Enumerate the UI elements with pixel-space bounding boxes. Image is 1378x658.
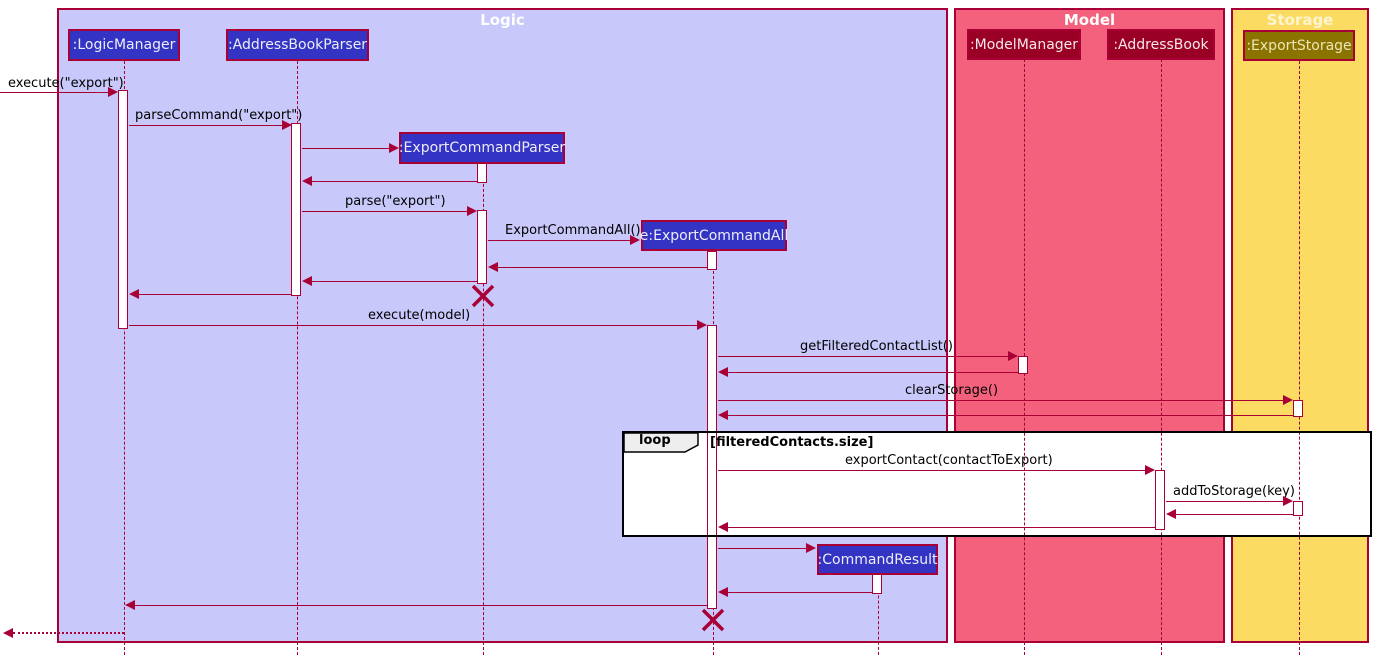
- participant-address-book-parser: :AddressBookParser: [226, 29, 369, 61]
- model-frame: Model: [954, 8, 1225, 643]
- lifeline-export-storage: [1299, 61, 1300, 655]
- participant-export-command-all: e:ExportCommandAll: [639, 220, 789, 251]
- return-execute-model: [135, 605, 707, 606]
- storage-frame: Storage: [1231, 8, 1369, 643]
- participant-label: :AddressBookParser: [227, 37, 368, 53]
- message-label-export-contact: exportContact(contactToExport): [845, 453, 1053, 468]
- participant-model-manager: :ModelManager: [967, 29, 1081, 60]
- message-label-get-filtered-contact-list: getFilteredContactList(): [800, 339, 953, 354]
- destroy-icon: [471, 284, 495, 308]
- participant-label: :LogicManager: [72, 37, 176, 53]
- arrowhead-right-icon: [630, 235, 640, 245]
- message-parse: [302, 211, 467, 212]
- participant-logic-manager: :LogicManager: [68, 29, 180, 61]
- activation-address-book: [1155, 470, 1165, 530]
- loop-operator-pentagon: [624, 433, 699, 453]
- message-export-contact: [718, 470, 1145, 471]
- arrowhead-left-icon: [718, 522, 728, 532]
- arrowhead-left-icon: [302, 176, 312, 186]
- message-create-command-result: [718, 548, 806, 549]
- arrowhead-right-icon: [1283, 496, 1293, 506]
- lifeline-export-command-parser: [483, 164, 484, 655]
- message-execute-model: [129, 325, 697, 326]
- message-execute-export: [0, 92, 108, 93]
- message-add-to-storage: [1166, 501, 1283, 502]
- message-label-execute-export: execute("export"): [8, 76, 124, 91]
- activation-address-book-parser: [291, 123, 301, 296]
- message-label-parse-command: parseCommand("export"): [135, 108, 303, 123]
- logic-frame-title: Logic: [480, 11, 525, 29]
- participant-label: :ExportStorage: [1246, 37, 1352, 54]
- arrowhead-left-icon: [1166, 509, 1176, 519]
- arrowhead-left-icon: [488, 262, 498, 272]
- arrowhead-right-icon: [1283, 395, 1293, 405]
- return-export-command-all-created: [498, 267, 707, 268]
- activation-command-result: [872, 574, 882, 594]
- message-label-execute-model: execute(model): [368, 308, 471, 323]
- participant-label: :ExportCommandParser: [398, 140, 566, 156]
- arrowhead-left-icon: [718, 367, 728, 377]
- return-parse-command: [139, 294, 291, 295]
- message-label-export-command-all-ctor: ExportCommandAll(): [505, 223, 641, 238]
- arrowhead-right-icon: [697, 320, 707, 330]
- loop-fragment: loop [filteredContacts.size]: [622, 431, 1372, 537]
- participant-label: :AddressBook: [1113, 36, 1209, 53]
- activation-logic-manager: [118, 90, 128, 329]
- message-label-parse: parse("export"): [345, 194, 446, 209]
- lifeline-logic-manager: [124, 61, 125, 655]
- arrowhead-right-icon: [1145, 465, 1155, 475]
- message-label-clear-storage: clearStorage(): [905, 383, 999, 398]
- loop-guard-label: [filteredContacts.size]: [710, 435, 874, 450]
- return-clear-storage: [728, 415, 1293, 416]
- participant-export-storage: :ExportStorage: [1243, 30, 1355, 61]
- return-execute-export: [13, 632, 124, 634]
- return-add-to-storage: [1176, 514, 1293, 515]
- message-create-export-command-parser: [302, 148, 389, 149]
- activation-export-storage-add: [1293, 501, 1303, 516]
- arrowhead-right-icon: [467, 206, 477, 216]
- activation-model-manager: [1018, 356, 1028, 374]
- message-label-add-to-storage: addToStorage(key): [1173, 484, 1295, 499]
- storage-frame-title: Storage: [1266, 11, 1334, 29]
- participant-export-command-parser: :ExportCommandParser: [399, 132, 565, 164]
- message-clear-storage: [718, 400, 1283, 401]
- participant-label: :CommandResult: [817, 551, 938, 568]
- arrowhead-right-icon: [1008, 351, 1018, 361]
- arrowhead-left-icon: [718, 587, 728, 597]
- arrowhead-left-icon: [129, 289, 139, 299]
- return-export-contact: [728, 527, 1155, 528]
- return-parse: [312, 281, 477, 282]
- arrowhead-right-icon: [389, 143, 399, 153]
- lifeline-command-result: [878, 575, 879, 655]
- activation-export-command-parser-create: [477, 163, 487, 183]
- return-command-result-created: [728, 592, 872, 593]
- lifeline-address-book-parser: [297, 61, 298, 655]
- arrowhead-left-icon: [302, 276, 312, 286]
- message-parse-command: [129, 125, 282, 126]
- lifeline-address-book: [1161, 59, 1162, 655]
- activation-export-storage-clear: [1293, 400, 1303, 417]
- arrowhead-right-icon: [108, 87, 118, 97]
- message-create-export-command-all: [488, 240, 630, 241]
- arrowhead-left-icon: [3, 628, 13, 638]
- model-frame-title: Model: [1063, 11, 1116, 29]
- loop-operator-label: loop: [639, 433, 671, 448]
- return-export-command-parser-created: [312, 181, 477, 182]
- activation-export-command-all: [707, 325, 717, 609]
- destroy-icon: [701, 608, 725, 632]
- participant-label: e:ExportCommandAll: [639, 227, 789, 244]
- message-get-filtered-contact-list: [718, 356, 1008, 357]
- return-get-filtered-contact-list: [728, 372, 1018, 373]
- participant-label: :ModelManager: [969, 36, 1079, 53]
- activation-export-command-parser: [477, 210, 487, 284]
- arrowhead-right-icon: [806, 543, 816, 553]
- arrowhead-left-icon: [125, 600, 135, 610]
- loop-fragment-background: [622, 431, 1372, 537]
- participant-address-book: :AddressBook: [1107, 29, 1215, 60]
- participant-command-result: :CommandResult: [817, 544, 938, 575]
- arrowhead-right-icon: [282, 120, 292, 130]
- activation-export-command-all-create: [707, 251, 717, 270]
- arrowhead-left-icon: [718, 410, 728, 420]
